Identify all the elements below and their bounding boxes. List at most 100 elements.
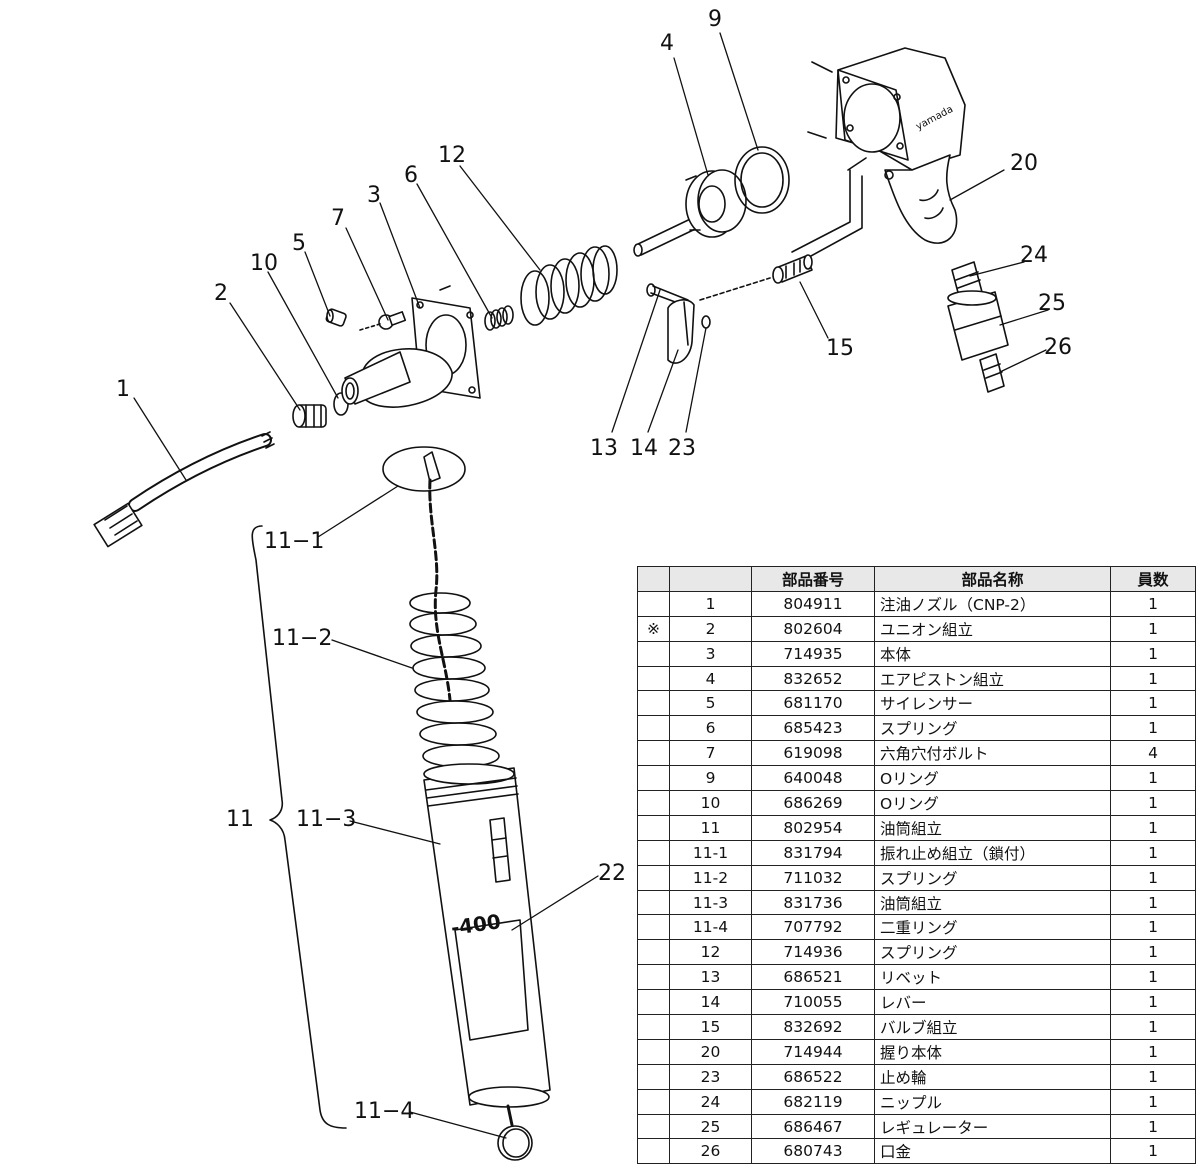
cell-qty: 1 <box>1110 1038 1196 1065</box>
cell-part-number: 710055 <box>751 989 875 1016</box>
part-9-o-ring <box>734 146 790 214</box>
cell-part-number: 682119 <box>751 1088 875 1115</box>
cell-part-name: ユニオン組立 <box>874 615 1111 642</box>
cell-mark <box>637 864 670 891</box>
cell-qty: 1 <box>1110 1113 1196 1140</box>
cell-qty: 1 <box>1110 964 1196 991</box>
part-2-union <box>292 404 327 428</box>
cell-no: 13 <box>669 964 752 991</box>
cell-no: 26 <box>669 1138 752 1165</box>
cell-mark <box>637 1138 670 1165</box>
callout-24: 24 <box>1020 243 1048 268</box>
cell-mark <box>637 690 670 717</box>
header-part-name: 部品名称 <box>874 566 1111 592</box>
cell-no: 1 <box>669 590 752 617</box>
cell-part-number: 832692 <box>751 1014 875 1040</box>
part-14-lever <box>667 299 695 364</box>
cell-qty: 1 <box>1110 690 1196 717</box>
cell-qty: 1 <box>1110 790 1196 816</box>
cell-part-name: スプリング <box>874 939 1111 966</box>
callout-20: 20 <box>1010 151 1038 176</box>
cell-no: 11-4 <box>669 914 752 941</box>
callout-11: 11 <box>226 807 254 832</box>
cell-part-number: 714944 <box>751 1038 875 1065</box>
cell-mark <box>637 889 670 916</box>
cell-no: 3 <box>669 640 752 667</box>
callout-9: 9 <box>708 7 722 32</box>
callout-10: 10 <box>250 251 278 276</box>
cell-part-name: 口金 <box>874 1138 1111 1165</box>
callout-11-1: 11−1 <box>264 529 324 554</box>
cell-part-number: 831794 <box>751 839 875 866</box>
callout-15: 15 <box>826 336 854 361</box>
cell-mark <box>637 839 670 866</box>
cell-qty: 1 <box>1110 839 1196 866</box>
part-12-spring <box>520 245 618 326</box>
callout-1: 1 <box>116 377 130 402</box>
cell-part-number: 831736 <box>751 889 875 916</box>
cell-mark <box>637 914 670 941</box>
cell-no: 11-3 <box>669 889 752 916</box>
group-11-brace <box>251 525 347 1129</box>
header-mark <box>637 566 670 592</box>
part-11-3-oil-cylinder: -400 <box>423 763 551 1108</box>
cell-qty: 1 <box>1110 864 1196 891</box>
callout-7: 7 <box>331 206 345 231</box>
leader-lines <box>133 32 1049 1139</box>
callout-4: 4 <box>660 31 674 56</box>
part-20-grip-body: yamada <box>791 47 966 263</box>
cell-qty: 1 <box>1110 765 1196 792</box>
cell-mark <box>637 964 670 991</box>
cell-part-name: 止め輪 <box>874 1063 1111 1090</box>
cell-part-name: レバー <box>874 989 1111 1016</box>
cell-no: 14 <box>669 989 752 1016</box>
cell-no: 11-2 <box>669 864 752 891</box>
cell-part-number: 711032 <box>751 864 875 891</box>
header-qty: 員数 <box>1110 566 1196 592</box>
cell-no: 24 <box>669 1088 752 1115</box>
callout-14: 14 <box>630 436 658 461</box>
cell-part-name: 二重リング <box>874 914 1111 941</box>
cell-mark <box>637 1063 670 1090</box>
cell-part-number: 685423 <box>751 715 875 742</box>
callout-13: 13 <box>590 436 618 461</box>
cell-mark <box>637 790 670 816</box>
cell-part-number: 680743 <box>751 1138 875 1165</box>
cell-part-name: 振れ止め組立（鎖付） <box>874 839 1111 866</box>
callout-12: 12 <box>438 143 466 168</box>
cell-qty: 1 <box>1110 1138 1196 1165</box>
part-11-1-anti-sway-chain <box>382 446 466 702</box>
cell-qty: 1 <box>1110 715 1196 742</box>
header-no <box>669 566 752 592</box>
cell-part-name: ニップル <box>874 1088 1111 1115</box>
cell-part-name: スプリング <box>874 715 1111 742</box>
cell-qty: 4 <box>1110 740 1196 767</box>
callout-3: 3 <box>367 183 381 208</box>
cell-part-number: 714936 <box>751 939 875 966</box>
cell-qty: 1 <box>1110 615 1196 642</box>
cell-part-number: 714935 <box>751 640 875 667</box>
callout-22: 22 <box>598 861 626 886</box>
cell-no: 9 <box>669 765 752 792</box>
cell-part-name: 握り本体 <box>874 1038 1111 1065</box>
part-11-2-spring <box>409 592 500 768</box>
cell-part-number: 640048 <box>751 765 875 792</box>
cell-mark <box>637 939 670 966</box>
cell-mark <box>637 814 670 841</box>
part-3-body <box>341 285 481 408</box>
cell-part-number: 802954 <box>751 814 875 841</box>
